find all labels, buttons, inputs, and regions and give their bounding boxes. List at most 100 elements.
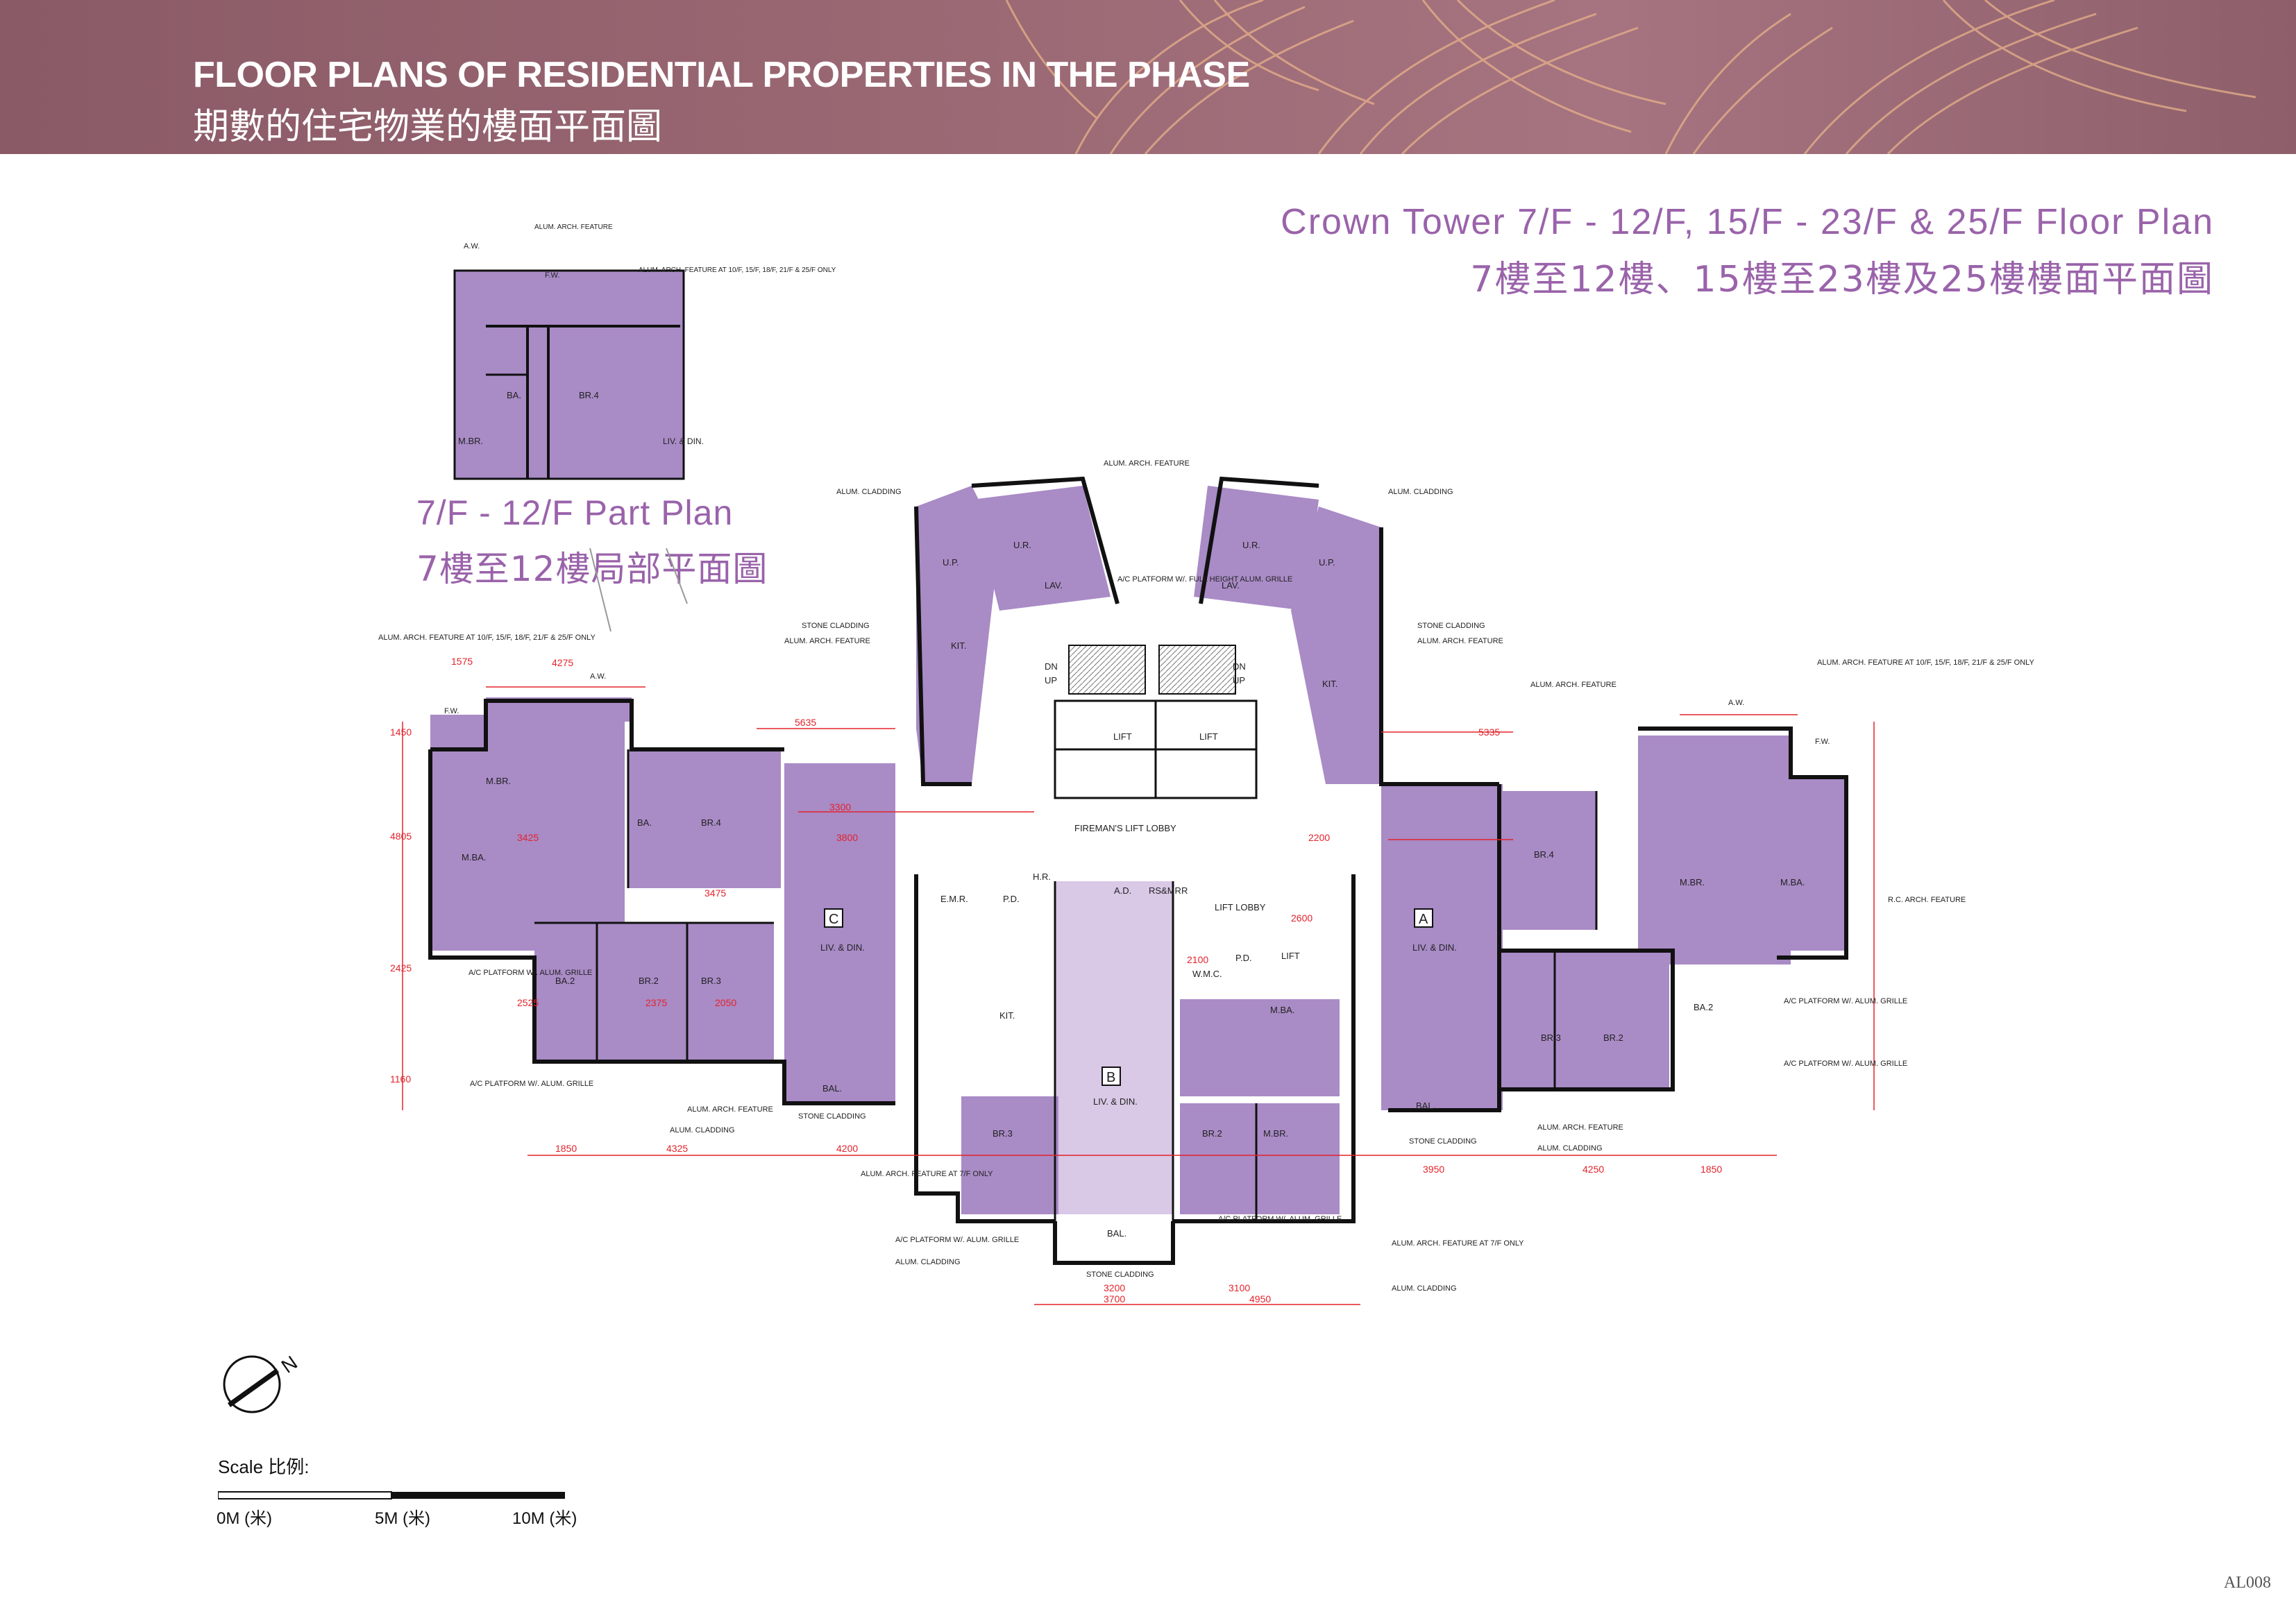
label-dn-left: DN (1045, 661, 1058, 672)
dim-8: 5335 (1478, 726, 1500, 738)
note-cladding-bottom-b: ALUM. CLADDING (895, 1258, 961, 1266)
label-br3-left: BR.3 (701, 976, 721, 986)
note-ac-right-2: A/C PLATFORM W/. ALUM. GRILLE (1784, 997, 1907, 1005)
note-rc-arch: R.C. ARCH. FEATURE (1888, 896, 1966, 904)
label-br2-b: BR.2 (1202, 1128, 1222, 1139)
label-up-stair-left: UP (1045, 675, 1057, 686)
part-plan-feature-note: ALUM. ARCH. FEATURE AT 10/F, 15/F, 18/F,… (639, 266, 836, 274)
note-cladding-bottom-b-right: ALUM. CLADDING (1392, 1284, 1457, 1293)
dim-bottom-7: 4250 (1582, 1164, 1604, 1175)
label-firemans-lobby: FIREMAN'S LIFT LOBBY (1074, 823, 1176, 833)
scale-bar-white (218, 1491, 392, 1499)
label-mba-right: M.BA. (1780, 877, 1805, 887)
label-lift-right: LIFT (1199, 731, 1218, 742)
wall-right-bedrooms (1499, 949, 1675, 1091)
dim-15: 2600 (1291, 912, 1312, 924)
room-ur-left (972, 486, 1111, 611)
wall-b-balcony (1053, 1221, 1175, 1265)
note-arch-right: ALUM. ARCH. FEATURE (1417, 637, 1503, 645)
walls (428, 476, 1848, 1265)
wall-top-left-cap (971, 476, 1120, 604)
note-stone-bottom-left: STONE CLADDING (798, 1112, 866, 1121)
label-ba2-left: BA.2 (555, 976, 575, 986)
dim-left-3: 2425 (390, 962, 412, 974)
unit-c-marker: C (829, 912, 838, 927)
label-ur-right: U.R. (1242, 540, 1260, 550)
dimension-lines (402, 686, 1875, 1305)
north-arrow-circle (223, 1355, 281, 1413)
label-up-left: U.P. (943, 557, 959, 568)
note-ac-left-2: A/C PLATFORM W/. ALUM. GRILLE (469, 969, 592, 977)
label-ad: A.D. (1114, 885, 1131, 896)
room-kit-c (916, 486, 999, 784)
note-stone-left: STONE CLADDING (802, 622, 870, 630)
floor-plan-title: Crown Tower 7/F - 12/F, 15/F - 23/F & 25… (1281, 202, 2214, 242)
label-kit-a: KIT. (1322, 679, 1337, 689)
room-br4-left (628, 749, 781, 888)
wall-left-outer (428, 749, 895, 1105)
label-wmc: W.M.C. (1192, 969, 1222, 979)
dim-bottom-3: 4200 (836, 1143, 858, 1154)
page-number: AL008 (2224, 1574, 2271, 1592)
label-br2-right: BR.2 (1603, 1033, 1623, 1043)
note-ac-bottom-b: A/C PLATFORM W/. ALUM. GRILLE (895, 1236, 1019, 1244)
label-pd-b: P.D. (1235, 953, 1252, 963)
note-stone-right: STONE CLADDING (1417, 622, 1485, 630)
banner-leaf-pattern (1005, 0, 2256, 154)
label-mbr-left: M.BR. (486, 776, 511, 786)
label-br3-b: BR.3 (993, 1128, 1013, 1139)
label-dn-right: DN (1233, 661, 1246, 672)
scale-bar-black (391, 1492, 565, 1499)
page-title: FLOOR PLANS OF RESIDENTIAL PROPERTIES IN… (193, 55, 1250, 95)
label-mbr-right: M.BR. (1680, 877, 1705, 887)
note-arch-7f-right: ALUM. ARCH. FEATURE AT 7/F ONLY (1392, 1239, 1524, 1248)
room-br2-b (1180, 1103, 1340, 1214)
dim-left-4: 1160 (390, 1073, 411, 1085)
label-kit-b: KIT. (999, 1010, 1015, 1021)
label-lav-right: LAV. (1222, 580, 1240, 590)
note-ac-right: A/C PLATFORM W/. ALUM. GRILLE (1784, 1060, 1907, 1068)
unit-markers: C A B (824, 908, 1433, 1086)
label-rsmrr: RS&MRR (1149, 885, 1188, 896)
note-arch-bottom-left: ALUM. ARCH. FEATURE (687, 1105, 773, 1114)
note-cladding-bottom-left: ALUM. CLADDING (670, 1126, 735, 1135)
note-aw-right: A.W. (1728, 699, 1744, 707)
dim-7: 2525 (517, 997, 539, 1008)
dim-14: 2200 (1308, 832, 1330, 843)
part-plan-leader (589, 547, 611, 632)
scale-ten: 10M (米) (512, 1509, 577, 1528)
note-ac-full-height: A/C PLATFORM W/. FULL HEIGHT ALUM. GRILL… (1117, 575, 1292, 584)
unit-b-marker: B (1106, 1070, 1115, 1085)
wall-right-liv (1388, 784, 1501, 1112)
interior-walls (534, 701, 1598, 1221)
label-liv-a: LIV. & DIN. (1412, 942, 1457, 953)
part-plan-arch-feature: ALUM. ARCH. FEATURE (534, 223, 613, 231)
label-mba-b: M.BA. (1270, 1005, 1294, 1015)
dim-13: 3100 (1229, 1282, 1250, 1293)
note-alum-cladding-bottom-right: ALUM. CLADDING (1537, 1144, 1603, 1153)
note-feature-floors-right: ALUM. ARCH. FEATURE AT 10/F, 15/F, 18/F,… (1817, 658, 2034, 667)
note-fw-right: F.W. (1815, 738, 1830, 746)
label-pd: P.D. (1003, 894, 1020, 904)
dim-3: 3425 (517, 832, 539, 843)
dim-left-1: 1450 (390, 726, 412, 738)
header-banner: FLOOR PLANS OF RESIDENTIAL PROPERTIES IN… (0, 0, 2296, 154)
label-up-stair-right: UP (1233, 675, 1245, 686)
label-up-right: U.P. (1319, 557, 1335, 568)
floor-plan-rooms (430, 486, 1846, 1214)
part-plan-mbr-label: M.BR. (458, 436, 483, 446)
wall-top-right-arm (1379, 527, 1499, 786)
wall-left-top (430, 699, 784, 751)
label-ba-left: BA. (637, 817, 652, 828)
dim-9: 5635 (795, 717, 816, 728)
label-emr: E.M.R. (940, 894, 968, 904)
part-plan-title: 7/F - 12/F Part Plan (416, 493, 734, 532)
page-title-chinese: 期數的住宅物業的樓面平面圖 (193, 106, 663, 148)
part-plan-ba-label: BA. (507, 390, 521, 400)
dim-6: 2375 (645, 997, 667, 1008)
dim-2: 3800 (836, 832, 858, 843)
scale-bar (218, 1491, 565, 1499)
label-lift-b: LIFT (1281, 951, 1300, 961)
dim-left-2: 4805 (390, 831, 412, 842)
label-lift-lobby: LIFT LOBBY (1215, 902, 1266, 912)
